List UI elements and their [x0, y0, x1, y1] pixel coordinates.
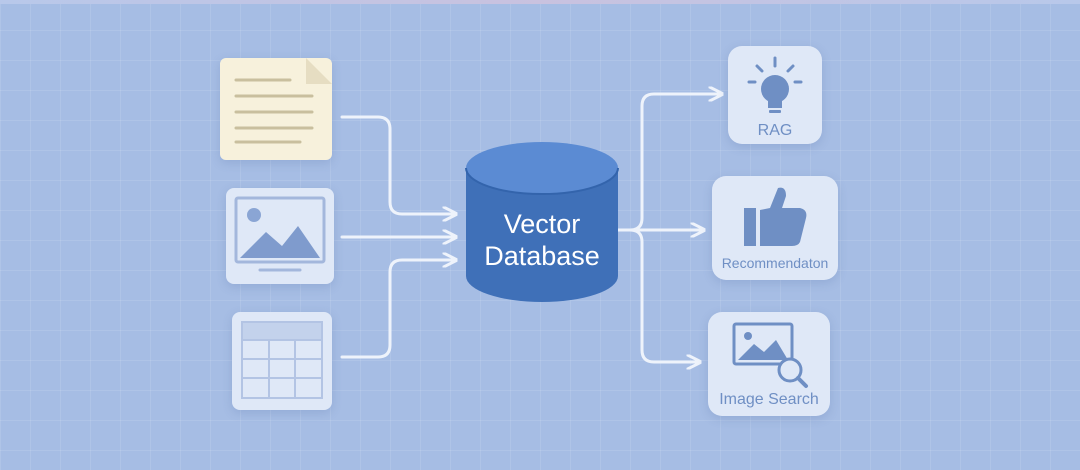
arrow-document-to-database	[340, 115, 458, 214]
image-search-icon	[732, 322, 808, 388]
image-icon	[234, 196, 326, 272]
database-label-line2: Database	[484, 241, 600, 271]
arrow-database-to-image-search	[616, 228, 702, 362]
table-icon	[241, 321, 323, 399]
output-card-rag: RAG	[728, 46, 822, 144]
input-card-image	[226, 188, 334, 284]
lightbulb-icon	[747, 56, 803, 113]
input-card-document	[220, 58, 332, 160]
thumbs-up-icon	[744, 187, 807, 246]
top-strip	[0, 0, 1080, 4]
database-label-line1: Vector	[503, 209, 581, 239]
recommendation-label: Recommendaton	[721, 255, 829, 271]
output-card-recommendation: Recommendaton	[712, 176, 838, 280]
document-icon	[234, 58, 332, 144]
rag-label: RAG	[757, 122, 793, 139]
arrow-table-to-database	[340, 260, 458, 359]
input-card-table	[232, 312, 332, 410]
output-card-image-search: Image Search	[708, 312, 830, 416]
image-search-label: Image Search	[719, 391, 819, 408]
